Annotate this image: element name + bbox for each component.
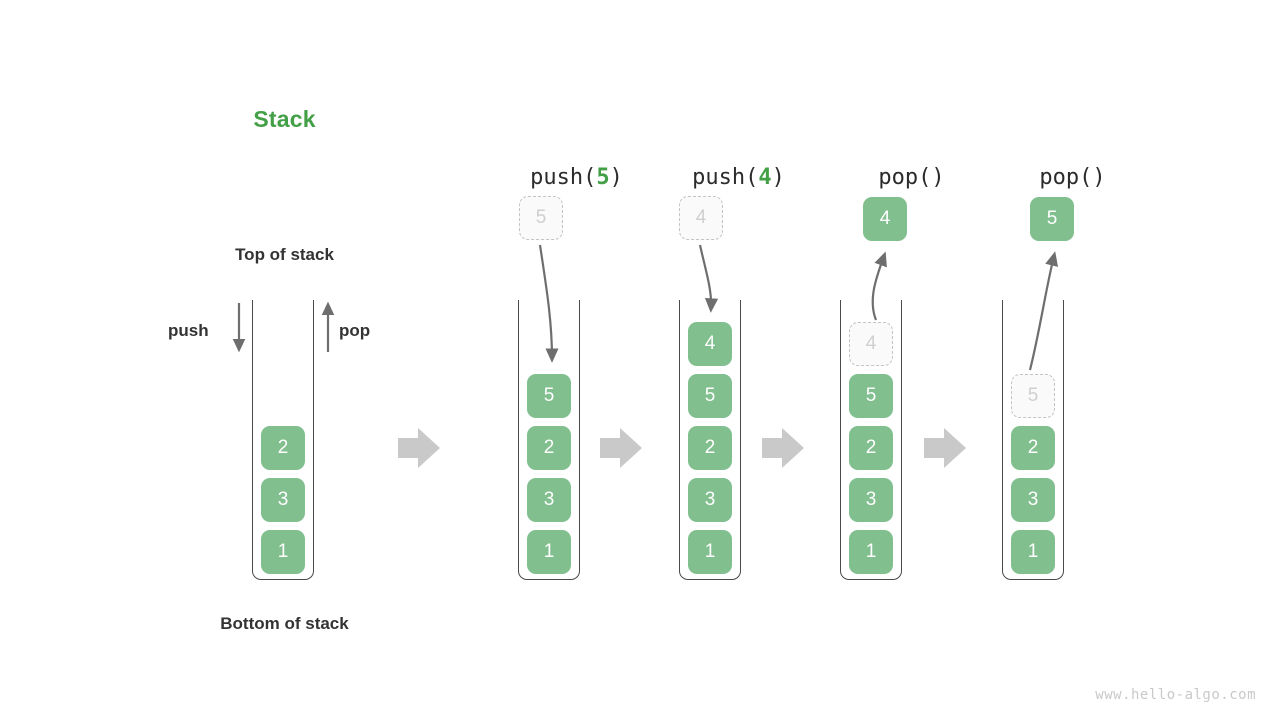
pop-2-cell-0: 2 bbox=[1011, 426, 1055, 470]
push-4-cell-4: 1 bbox=[688, 530, 732, 574]
push-5-cell-3: 1 bbox=[527, 530, 571, 574]
page-title: Stack bbox=[253, 106, 316, 132]
step-header-suffix: ) bbox=[609, 165, 623, 190]
push-5-cell-0: 5 bbox=[527, 374, 571, 418]
pop-1-cell-1: 2 bbox=[849, 426, 893, 470]
pop-2-cell-2: 1 bbox=[1011, 530, 1055, 574]
push-4-cell-0: 4 bbox=[688, 322, 732, 366]
push-label: push bbox=[168, 321, 209, 340]
transition-arrow-icon-3 bbox=[924, 428, 966, 468]
push-5-stack-container bbox=[518, 300, 580, 580]
push-4-cell-1: 5 bbox=[688, 374, 732, 418]
push-4-stack-container bbox=[679, 300, 741, 580]
pop-1-cell-2: 3 bbox=[849, 478, 893, 522]
pop-label: pop bbox=[339, 321, 371, 340]
step-header-push-5: push(5) bbox=[470, 140, 630, 215]
transition-arrow-icon-0 bbox=[398, 428, 440, 468]
pop-1-cell-3: 1 bbox=[849, 530, 893, 574]
pop-2-ghost-cell: 5 bbox=[1011, 374, 1055, 418]
step-header-pop-1: pop() bbox=[805, 140, 965, 215]
step-header-pop-2: pop() bbox=[966, 140, 1126, 215]
top-of-stack-label: Top of stack bbox=[235, 245, 334, 264]
initial-stack-cell-0: 2 bbox=[261, 426, 305, 470]
push-5-floating-element: 5 bbox=[519, 196, 563, 240]
transition-arrow-icon-1 bbox=[600, 428, 642, 468]
pop-2-stack-container bbox=[1002, 300, 1064, 580]
watermark: www.hello-algo.com bbox=[1095, 687, 1256, 703]
pop-1-cell-0: 5 bbox=[849, 374, 893, 418]
push-5-cell-1: 2 bbox=[527, 426, 571, 470]
step-header-suffix: ) bbox=[771, 165, 785, 190]
bottom-of-stack-label: Bottom of stack bbox=[220, 614, 349, 633]
pop-1-stack-container bbox=[840, 300, 902, 580]
push-4-cell-2: 2 bbox=[688, 426, 732, 470]
push-5-cell-2: 3 bbox=[527, 478, 571, 522]
step-header-prefix: pop( bbox=[1039, 165, 1093, 190]
step-header-suffix: ) bbox=[931, 165, 945, 190]
step-header-prefix: push( bbox=[530, 165, 597, 190]
pop-1-ghost-cell: 4 bbox=[849, 322, 893, 366]
pop-2-cell-1: 3 bbox=[1011, 478, 1055, 522]
push-4-motion-arrow-icon bbox=[698, 244, 719, 313]
step-header-arg: 4 bbox=[758, 165, 772, 190]
step-header-prefix: push( bbox=[692, 165, 759, 190]
push-4-cell-3: 3 bbox=[688, 478, 732, 522]
initial-stack-cell-1: 3 bbox=[261, 478, 305, 522]
initial-stack-container bbox=[252, 300, 314, 580]
step-header-arg: 5 bbox=[596, 165, 610, 190]
transition-arrow-icon-2 bbox=[762, 428, 804, 468]
pop-1-popped-element: 4 bbox=[863, 197, 907, 241]
step-header-prefix: pop( bbox=[878, 165, 932, 190]
initial-stack-cell-2: 1 bbox=[261, 530, 305, 574]
step-header-push-4: push(4) bbox=[632, 140, 792, 215]
step-header-suffix: ) bbox=[1092, 165, 1106, 190]
pop-2-popped-element: 5 bbox=[1030, 197, 1074, 241]
push-4-floating-element: 4 bbox=[679, 196, 723, 240]
